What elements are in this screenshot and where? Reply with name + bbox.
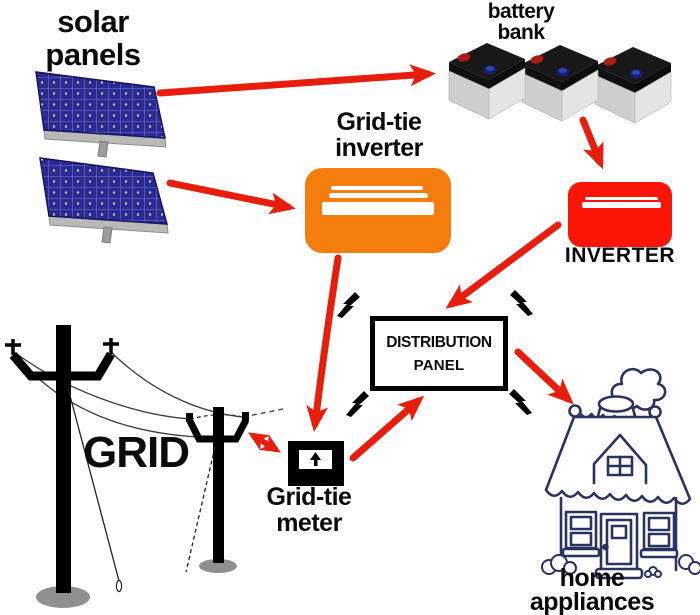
- grid-tie-inverter-label: Grid-tie inverter: [299, 109, 459, 162]
- insulator: [242, 412, 249, 421]
- house: [541, 367, 700, 580]
- distribution-panel-label-line1: DISTRIBUTION: [386, 333, 492, 351]
- solar-panel-array: [35, 71, 169, 244]
- distribution-panel-box: DISTRIBUTION PANEL: [370, 316, 508, 391]
- home-appliances-label-line2: appliances: [529, 587, 655, 615]
- grid-pole-left: [5, 325, 123, 608]
- lightning-bolt-icon: [509, 389, 532, 415]
- meter-up-arrow-icon: [310, 452, 321, 460]
- battery-bank-label-line2: bank: [497, 21, 545, 44]
- guy-wire: [185, 446, 216, 573]
- arrow-panel-to-home: [514, 348, 574, 405]
- grid-tie-inverter-box: [305, 168, 451, 253]
- pole-base: [36, 586, 90, 608]
- arrow-battery-to-inverter: [579, 116, 604, 170]
- solar-panel-top: [35, 71, 167, 158]
- door-step: [594, 567, 644, 580]
- home-appliances-label-line1: home: [559, 564, 625, 592]
- home-appliances-label: home appliances: [506, 564, 678, 615]
- battery-2: [521, 44, 599, 122]
- arrow-meter-to-panel: [349, 395, 425, 462]
- lightning-bolt-icon: [337, 292, 360, 318]
- insulator: [186, 413, 193, 422]
- battery-bank-label-line1: battery: [487, 0, 555, 23]
- grid-tie-meter-label-line1: Grid-tie: [266, 483, 352, 511]
- battery-bank-group: [448, 42, 672, 124]
- arrow-solar-to-gridtie-inverter: [166, 179, 296, 215]
- pole-base: [199, 559, 237, 573]
- grid-tie-meter-box: [288, 441, 344, 486]
- solar-panels-label-line2: panels: [45, 36, 141, 72]
- bushes: [541, 554, 700, 578]
- grid-tie-inverter-label-line2: inverter: [335, 134, 423, 163]
- solar-panel-bottom: [39, 157, 169, 244]
- arrow-grid-meter-bidirectional: [248, 432, 281, 453]
- flow-arrows: [156, 64, 604, 462]
- distribution-panel-label-line2: PANEL: [413, 356, 465, 374]
- lightning-bolt-icon: [510, 290, 533, 316]
- insulator-cross: [5, 339, 21, 355]
- grid-tie-inverter-label-line1: Grid-tie: [336, 108, 422, 136]
- grid-tie-meter-label-line2: meter: [276, 509, 342, 538]
- lightning-bolt-icon: [346, 391, 369, 417]
- guy-wire: [67, 387, 120, 582]
- solar-panels-label: solar panels: [8, 4, 178, 72]
- grid-label: GRID: [83, 428, 190, 477]
- battery-bank-label: battery bank: [446, 1, 596, 43]
- inverter-box: [568, 182, 672, 247]
- battery-3: [594, 46, 672, 124]
- inverter-label: INVERTER: [564, 244, 676, 267]
- arrow-gridtie-inverter-to-meter: [306, 254, 342, 432]
- grid-tie-meter-label: Grid-tie meter: [234, 484, 384, 537]
- solar-panels-label-line1: solar: [57, 4, 129, 39]
- arrow-inverter-to-panel: [445, 221, 562, 309]
- battery-1: [448, 42, 526, 120]
- arrow-solar-to-battery: [156, 64, 436, 97]
- grid-pole-right: [185, 407, 250, 573]
- insulator-cross: [103, 338, 119, 354]
